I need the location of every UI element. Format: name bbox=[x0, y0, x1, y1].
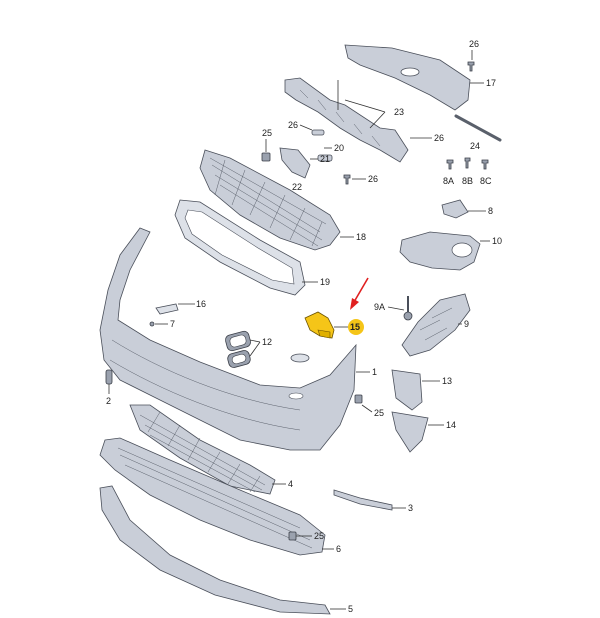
radiator-grille-part[interactable] bbox=[199, 149, 341, 251]
clip-part[interactable] bbox=[288, 531, 297, 541]
clip-part[interactable] bbox=[311, 129, 333, 162]
bracket-part[interactable] bbox=[391, 411, 429, 453]
callout-26: 26 bbox=[368, 174, 378, 184]
highlighted-bracket-part[interactable] bbox=[304, 311, 335, 339]
screw-icon bbox=[467, 61, 475, 72]
screw-icon bbox=[446, 157, 489, 170]
callout-2: 2 bbox=[106, 396, 111, 406]
callout-12: 12 bbox=[262, 337, 272, 347]
callout-5: 5 bbox=[348, 604, 353, 614]
callout-6: 6 bbox=[336, 544, 341, 554]
callout-1: 1 bbox=[372, 367, 377, 377]
callout-26: 26 bbox=[469, 39, 479, 49]
lock-carrier-part[interactable] bbox=[284, 77, 409, 163]
side-bracket-part[interactable] bbox=[401, 293, 471, 357]
bracket-part[interactable] bbox=[391, 369, 423, 411]
callout-7: 7 bbox=[170, 319, 175, 329]
bracket-part[interactable] bbox=[441, 199, 469, 219]
grille-frame-part[interactable] bbox=[174, 199, 306, 296]
fog-light-cover-part[interactable] bbox=[399, 231, 481, 271]
callout-16: 16 bbox=[196, 299, 206, 309]
callout-8c: 8C bbox=[480, 176, 492, 186]
bracket-part[interactable] bbox=[279, 147, 311, 179]
callout-8b: 8B bbox=[462, 176, 473, 186]
callout-25: 25 bbox=[262, 128, 272, 138]
callout-22: 22 bbox=[292, 182, 302, 192]
callout-13: 13 bbox=[442, 376, 452, 386]
callout-24: 24 bbox=[470, 141, 480, 151]
callout-3: 3 bbox=[408, 503, 413, 513]
callout-8a: 8A bbox=[443, 176, 454, 186]
trim-strip-part[interactable] bbox=[333, 489, 393, 511]
spoiler-lip-part[interactable] bbox=[99, 485, 331, 615]
screw-icon bbox=[343, 174, 351, 185]
callout-23: 23 bbox=[394, 107, 404, 117]
callout-18: 18 bbox=[356, 232, 366, 242]
callout-8: 8 bbox=[488, 206, 493, 216]
highlight-marker bbox=[348, 319, 364, 335]
clip-part[interactable] bbox=[149, 321, 155, 327]
callout-26: 26 bbox=[288, 120, 298, 130]
sensor-rod-part[interactable] bbox=[454, 114, 502, 142]
callout-14: 14 bbox=[446, 420, 456, 430]
callout-26: 26 bbox=[434, 133, 444, 143]
clip-part[interactable] bbox=[261, 152, 271, 162]
callout-10: 10 bbox=[492, 236, 502, 246]
stud-part[interactable] bbox=[403, 296, 413, 321]
clip-part[interactable] bbox=[155, 303, 179, 315]
bumper-cover-part[interactable] bbox=[99, 227, 357, 451]
callout-labels: 26 17 23 24 26 8A 8B 8C 8 10 25 26 20 bbox=[106, 39, 502, 614]
callout-17: 17 bbox=[486, 78, 496, 88]
callout-25: 25 bbox=[314, 531, 324, 541]
bezel-part[interactable] bbox=[224, 330, 251, 368]
callout-15: 15 bbox=[350, 322, 360, 332]
upper-cover-part[interactable] bbox=[344, 44, 471, 111]
callout-25: 25 bbox=[374, 408, 384, 418]
callout-20: 20 bbox=[334, 143, 344, 153]
callout-9a: 9A bbox=[374, 302, 385, 312]
callout-4: 4 bbox=[288, 479, 293, 489]
clip-part[interactable] bbox=[354, 394, 363, 404]
callout-9: 9 bbox=[464, 319, 469, 329]
clip-part[interactable] bbox=[105, 369, 113, 385]
underbody-cover-part[interactable] bbox=[99, 437, 326, 556]
indicator-arrow bbox=[350, 277, 369, 310]
cap-part[interactable] bbox=[290, 353, 310, 363]
callout-21: 21 bbox=[320, 154, 330, 164]
callout-19: 19 bbox=[320, 277, 330, 287]
lower-grille-part[interactable] bbox=[129, 404, 276, 495]
